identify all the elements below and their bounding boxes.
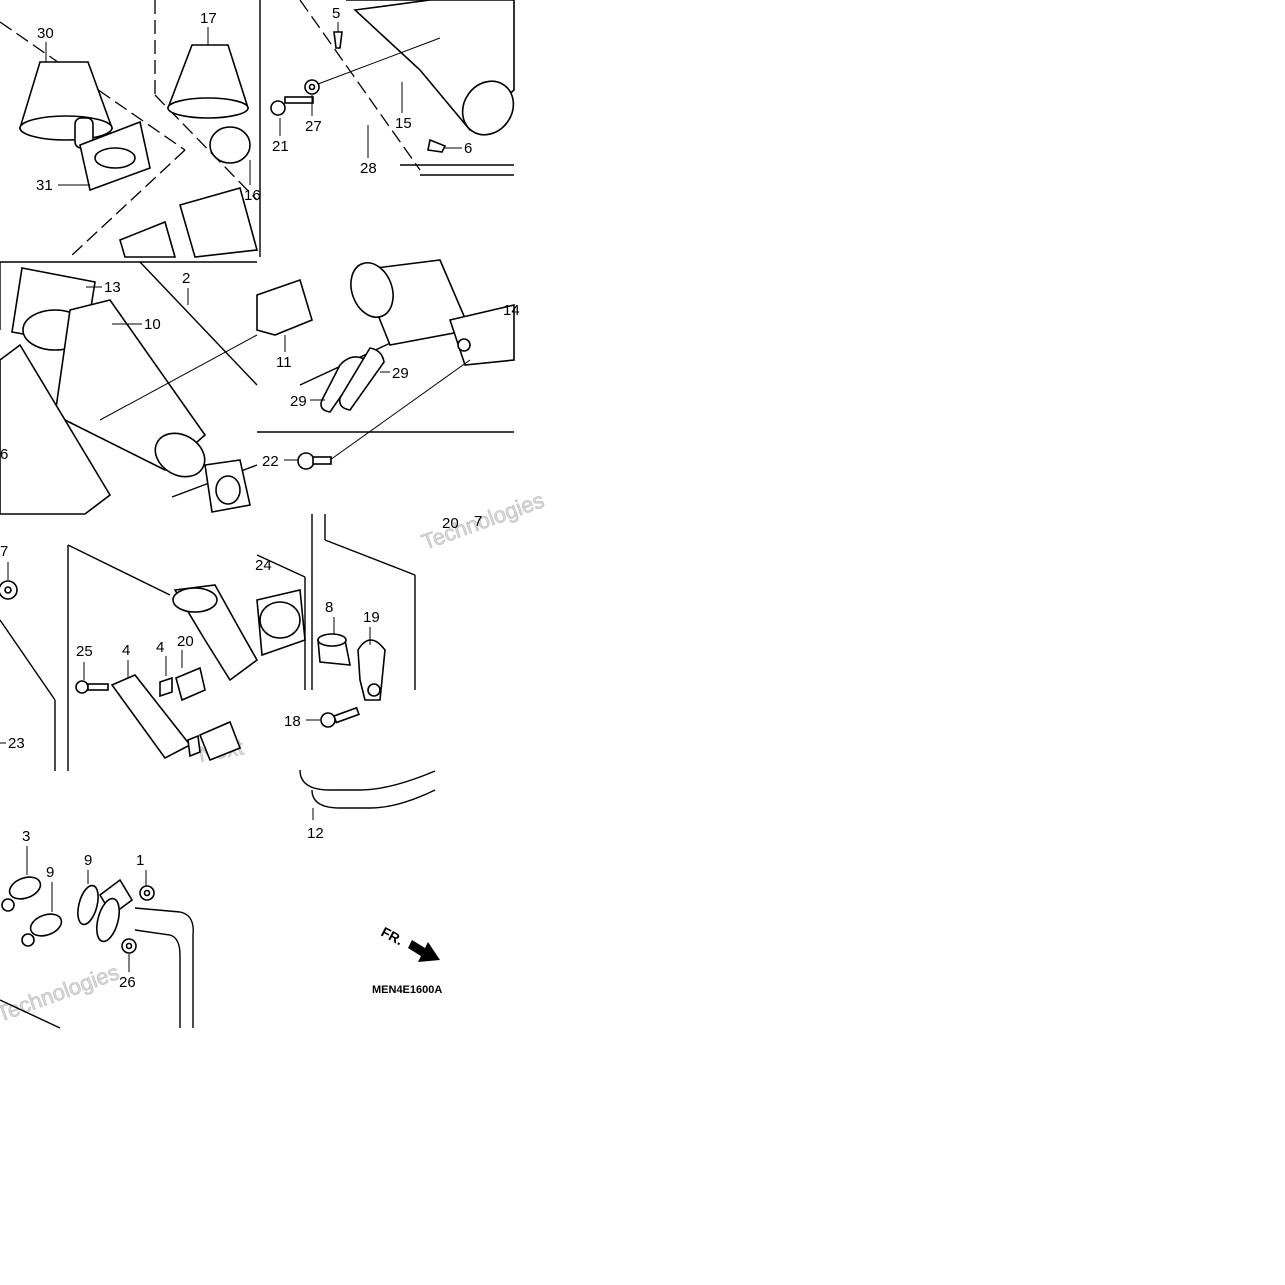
tile-muffler-packing: 13 2 10 6 (0, 261, 258, 515)
label-5: 5 (332, 5, 340, 22)
label-24: 25 (76, 643, 93, 660)
diagram-code: MEN4E1600A (372, 984, 442, 996)
label-11: 11 (276, 354, 292, 371)
label-9-top: 3 (22, 828, 30, 845)
tile-muffler-bands: 11 14 29 29 22 (256, 259, 520, 470)
tile-muffler-body: 5 21 27 15 6 28 (259, 0, 515, 257)
label-2: 2 (182, 270, 190, 287)
tile-heat-guard: 7 25 4 4 20 23 (0, 543, 259, 771)
label-18: 19 (363, 609, 380, 626)
label-12: 23 (8, 735, 25, 752)
band-29-a (320, 356, 368, 413)
label-22: 22 (262, 453, 279, 470)
gasket-1 (77, 884, 99, 926)
label-13: 13 (104, 279, 121, 296)
bolt-21 (284, 96, 314, 104)
label-4: 4 (122, 642, 130, 659)
label-20-left: 4 (156, 639, 164, 656)
clamp-9-a (8, 876, 42, 900)
rivet-5 (333, 31, 343, 49)
label-6-top: 6 (464, 140, 472, 157)
tile-muffler-caps: 30 17 31 16 (0, 0, 261, 258)
front-arrow-icon (408, 940, 440, 962)
label-28: 28 (360, 160, 377, 177)
label-30: 30 (37, 25, 54, 42)
label-25: 7 (0, 543, 8, 560)
label-16: 16 (244, 187, 261, 204)
label-7-visible: 7 (474, 513, 482, 530)
tail-cap-16 (209, 126, 251, 164)
stay-20 (159, 676, 173, 698)
label-6-left: 6 (0, 446, 8, 463)
label-20-right: 20 (442, 515, 459, 532)
label-14: 14 (503, 302, 520, 319)
exhaust-pipe-3: 12 (299, 769, 436, 842)
label-4-joint: 24 (255, 557, 272, 574)
label-26-bottom: 26 (119, 974, 136, 991)
label-15: 15 (395, 115, 412, 132)
label-29-left: 29 (290, 393, 307, 410)
watermark-6: Technologies (0, 959, 122, 1026)
label-21: 21 (272, 138, 289, 155)
label-23: 18 (284, 713, 301, 730)
label-26-top: 1 (136, 852, 144, 869)
label-29-right: 29 (392, 365, 409, 382)
bolt-22 (297, 452, 315, 470)
rivet-6 (427, 138, 447, 153)
clamp-9-b (29, 913, 63, 937)
label-1: 9 (84, 852, 92, 869)
label-31: 31 (36, 177, 53, 194)
label-9-bottom: 9 (46, 864, 54, 881)
watermark-4: Technologies (418, 487, 547, 554)
tile-header-clamps: 3 9 9 1 26 (0, 828, 194, 1029)
label-17: 17 (200, 10, 217, 27)
label-19: 8 (325, 599, 333, 616)
catalyst-11 (256, 278, 313, 336)
front-label: FR. (379, 924, 406, 949)
bolt-23 (320, 712, 336, 728)
label-10: 10 (144, 316, 161, 333)
front-direction-marker: FR. (379, 924, 440, 962)
label-27: 27 (305, 118, 322, 135)
tile-joint-clamp: 24 20 20 7 7 8 19 18 (255, 513, 482, 730)
label-3: 12 (307, 825, 324, 842)
band-29-b (338, 347, 385, 411)
stay-8 (175, 666, 206, 702)
label-8: 20 (177, 633, 194, 650)
bolt-24 (75, 680, 89, 694)
